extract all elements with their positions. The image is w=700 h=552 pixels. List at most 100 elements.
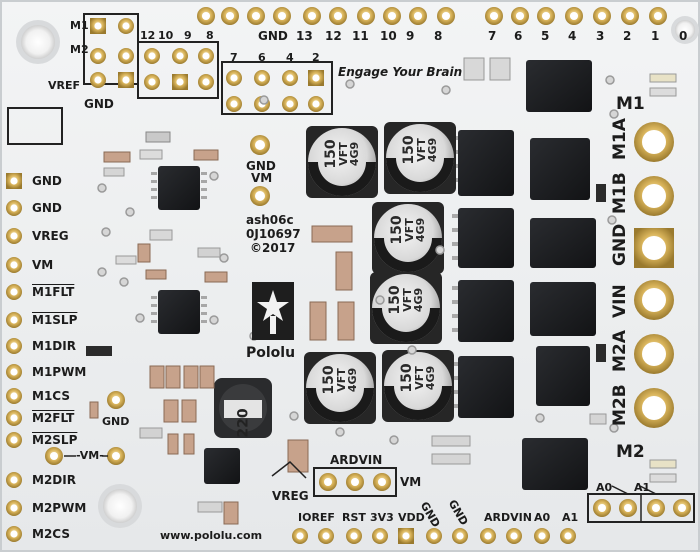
jumper-label-vref: VREF xyxy=(48,79,81,92)
board-id-line-2: 0J10697 xyxy=(246,227,301,241)
left-pin-label-7: M1PWM xyxy=(32,365,87,379)
left-pin-label-9: M2FLT xyxy=(32,411,75,425)
motor-terminal-pads xyxy=(634,122,674,428)
top-right-label-6: 1 xyxy=(651,29,660,43)
center-gnd-label: GND xyxy=(246,159,276,173)
center-vm-label: VM xyxy=(251,171,273,185)
top-right-label-2: 5 xyxy=(541,29,550,43)
capacitor-5-bot: 4G9 xyxy=(424,365,437,391)
jumper-label-m1: M1 xyxy=(70,19,89,32)
left-pin-label-1: GND xyxy=(32,201,62,215)
left-pin-label-12: M2PWM xyxy=(32,501,87,515)
jumper-block xyxy=(83,13,333,115)
motor-terminal-label-0: M1A xyxy=(610,118,630,160)
top-right-label-3: 4 xyxy=(568,29,577,43)
top-right-label-5: 2 xyxy=(623,29,632,43)
capacitor-2-top: 150 xyxy=(389,215,405,245)
capacitor-5-top: 150 xyxy=(399,363,415,393)
inductor-code: 220 xyxy=(235,408,252,438)
left-pin-label-5: M1SLP xyxy=(32,313,78,327)
mid-gnd-label: GND xyxy=(102,415,130,428)
ardvin-title: ARDVIN xyxy=(330,453,383,467)
ardvin-vm-label: VM xyxy=(400,475,422,489)
tagline: Engage Your Brain xyxy=(338,65,463,79)
vm-dash-label: -VM- xyxy=(76,449,104,462)
bottom-label-1: RST xyxy=(342,511,366,524)
top-header-pins xyxy=(197,7,667,25)
jumper-label-gnd: GND xyxy=(84,97,114,111)
left-pin-label-13: M2CS xyxy=(32,527,70,541)
capacitor-0-bot: 4G9 xyxy=(348,141,361,167)
capacitor-2-bot: 4G9 xyxy=(414,217,427,243)
jumper-row1-1: 10 xyxy=(158,29,174,42)
website-label: www.pololu.com xyxy=(160,529,263,542)
capacitor-4-top: 150 xyxy=(321,365,337,395)
driver-ic-1 xyxy=(158,166,200,210)
jumper-row2-0: 7 xyxy=(230,51,238,64)
motor-terminal-label-3: VIN xyxy=(610,284,630,318)
capacitor-1-top: 150 xyxy=(401,135,417,165)
top-left-label-4: 10 xyxy=(380,29,397,43)
vias xyxy=(97,75,619,445)
terminal-heading-m2: M2 xyxy=(616,442,645,462)
analog-label-a0: A0 xyxy=(596,481,613,494)
top-left-label-5: 9 xyxy=(406,29,415,43)
smd-passives xyxy=(86,57,677,525)
bottom-label-7: A0 xyxy=(534,511,551,524)
left-pin-label-10: M2SLP xyxy=(32,433,78,447)
jumper-label-m2: M2 xyxy=(70,43,89,56)
capacitor-3-top: 150 xyxy=(387,285,403,315)
bottom-label-6: ARDVIN xyxy=(484,511,532,524)
top-left-label-2: 12 xyxy=(325,29,342,43)
left-pin-label-2: VREG xyxy=(32,229,69,243)
capacitor-1-bot: 4G9 xyxy=(426,137,439,163)
board-id-line-1: ash06c xyxy=(246,213,294,227)
electrolytic-capacitors xyxy=(304,122,456,424)
bottom-label-8: A1 xyxy=(562,511,579,524)
top-left-label-3: 11 xyxy=(352,29,369,43)
board-id-line-3: ©2017 xyxy=(250,241,296,255)
capacitor-4-bot: 4G9 xyxy=(346,367,359,393)
regulator-ic xyxy=(204,448,240,484)
bottom-label-2: 3V3 xyxy=(370,511,394,524)
left-pin-label-0: GND xyxy=(32,174,62,188)
top-left-label-0: GND xyxy=(258,29,288,43)
top-left-label-6: 8 xyxy=(434,29,443,43)
ardvin-jumper-box xyxy=(313,467,397,497)
terminal-heading-m1: M1 xyxy=(616,94,645,114)
left-pin-label-4: M1FLT xyxy=(32,285,75,299)
jumper-row1-2: 9 xyxy=(184,29,192,42)
capacitor-3-bot: 4G9 xyxy=(412,287,425,313)
top-right-label-7: 0 xyxy=(679,29,688,43)
motor-terminal-label-2: GND xyxy=(610,223,630,266)
jumper-row1-3: 8 xyxy=(206,29,214,42)
left-pin-label-3: VM xyxy=(32,258,54,272)
jumper-row2-1: 6 xyxy=(258,51,266,64)
brand-name: Pololu xyxy=(246,345,296,361)
bottom-label-0: IOREF xyxy=(298,511,335,524)
jumper-row2-3: 2 xyxy=(312,51,320,64)
jumper-row1-0: 12 xyxy=(140,29,156,42)
left-pin-pads xyxy=(6,173,22,542)
top-right-label-0: 7 xyxy=(488,29,497,43)
jumper-row2-2: 4 xyxy=(286,51,294,64)
driver-ic-2 xyxy=(158,290,200,334)
top-right-label-1: 6 xyxy=(514,29,523,43)
silkscreen-box xyxy=(7,107,63,145)
mosfet-array xyxy=(458,60,596,490)
capacitor-0-top: 150 xyxy=(323,139,339,169)
analog-label-a1: A1 xyxy=(634,481,651,494)
left-pin-label-8: M1CS xyxy=(32,389,70,403)
vreg-label: VREG xyxy=(272,489,309,503)
top-right-label-4: 3 xyxy=(596,29,605,43)
motor-terminal-label-5: M2B xyxy=(610,384,630,426)
bottom-label-3: VDD xyxy=(398,511,425,524)
bottom-header-pins xyxy=(292,528,576,544)
